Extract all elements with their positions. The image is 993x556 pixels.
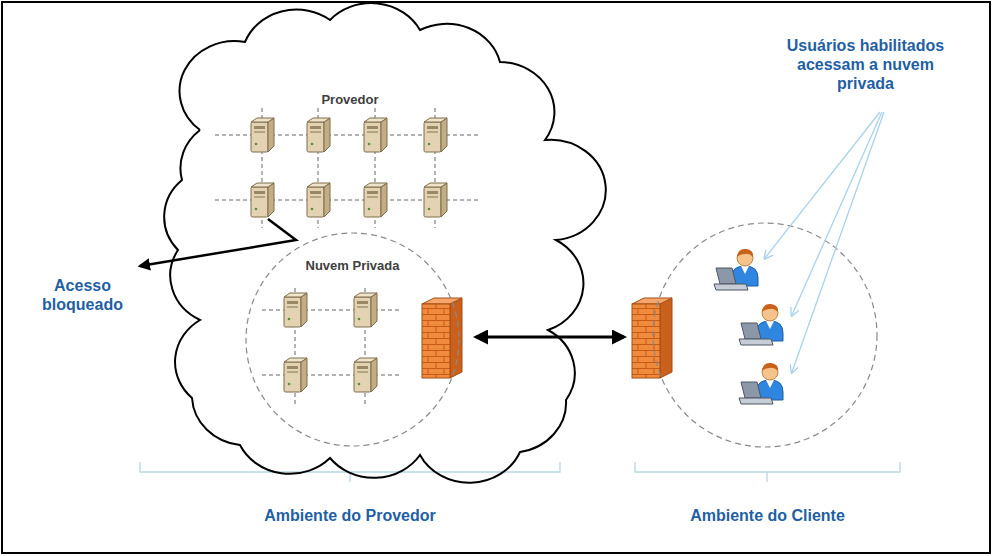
provider-env-label: Ambiente do Provedor	[220, 506, 480, 525]
double-arrow	[476, 336, 624, 339]
cloud-outline	[170, 10, 570, 465]
leader-lines	[765, 112, 884, 372]
client-env-label: Ambiente do Cliente	[650, 506, 885, 525]
client-circle	[653, 223, 877, 447]
blocked-label: Acesso bloqueado	[30, 276, 135, 314]
firewall-icon	[632, 298, 672, 378]
cloud-region: ProvedorNuvem Privada	[170, 10, 570, 465]
region-title: Provedor	[300, 92, 400, 107]
region-title: Nuvem Privada	[245, 258, 460, 273]
user-icons	[714, 249, 783, 404]
private-cloud-circle: Nuvem Privada	[245, 232, 460, 447]
bracket	[140, 462, 900, 482]
blocked-arrow	[140, 219, 296, 266]
firewall-icon	[422, 298, 462, 378]
users-label: Usuários habilitados acessam a nuvem pri…	[773, 36, 958, 94]
grid-lines	[215, 108, 480, 405]
